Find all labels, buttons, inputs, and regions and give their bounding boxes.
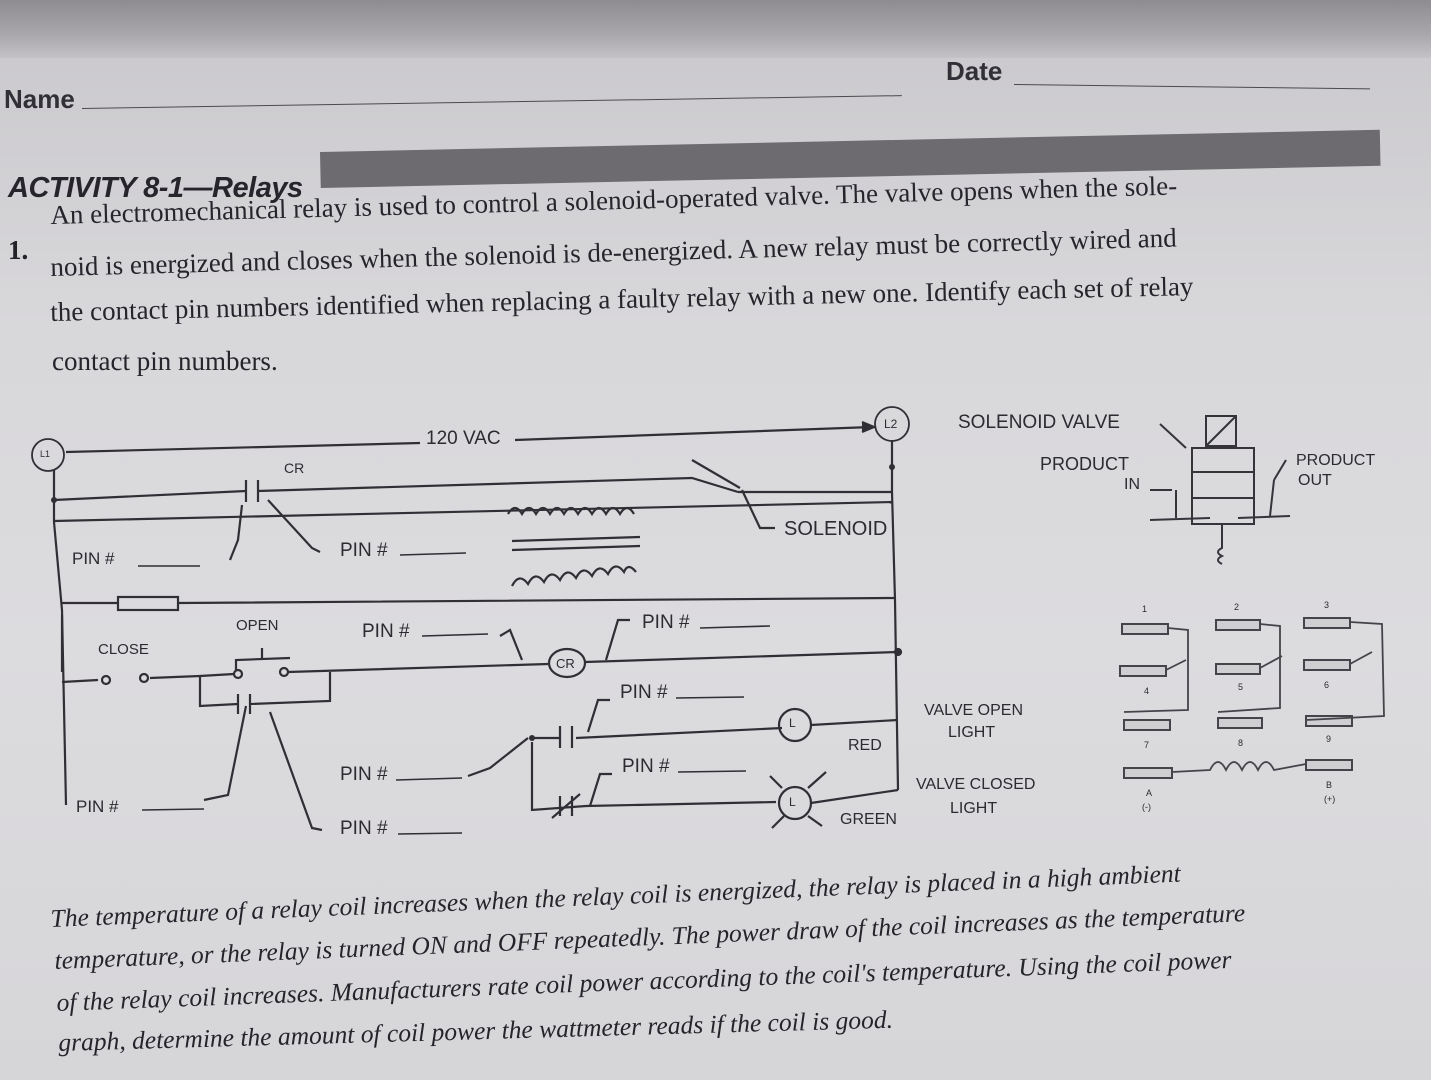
pin-label: PIN # (362, 621, 410, 642)
pin-label: PIN # (340, 764, 388, 785)
product-out-label-1: PRODUCT (1296, 452, 1376, 469)
power-line (65, 441, 421, 454)
question-number: 1. (8, 235, 29, 265)
pin-label: PIN # (622, 756, 670, 777)
pin-label: PIN # (72, 549, 115, 568)
pin-label: PIN # (340, 540, 388, 561)
red-label: RED (848, 737, 882, 754)
valve-closed-light-label-2: LIGHT (950, 800, 998, 817)
activity-title: ACTIVITY 8-1—Relays (8, 172, 303, 204)
l2-rail (890, 440, 900, 791)
l1-label: L1 (40, 449, 51, 459)
pin-number: 6 (1324, 680, 1330, 690)
pin-number: 7 (1144, 740, 1150, 750)
name-label: Name (4, 84, 75, 114)
pin-number: 5 (1238, 682, 1244, 692)
date-label: Date (946, 56, 1003, 86)
red-lamp-label: L (789, 716, 796, 730)
pin-label: PIN # (620, 682, 668, 703)
pin-number: 4 (1144, 686, 1150, 696)
pin-number: B (1326, 780, 1333, 790)
pin-number: 1 (1142, 604, 1148, 614)
product-in-label-2: IN (1124, 476, 1140, 493)
pin-label: PIN # (340, 818, 388, 839)
valve-closed-light-label-1: VALVE CLOSED (916, 776, 1036, 793)
green-lamp-label: L (789, 795, 796, 809)
question-line: contact pin numbers. (52, 346, 278, 376)
cr-coil-label: CR (556, 656, 575, 671)
close-button-label: CLOSE (98, 641, 149, 658)
pin-number: A (1146, 788, 1153, 798)
pin-number: 2 (1234, 602, 1240, 612)
pin-number: 8 (1238, 738, 1244, 748)
valve-open-light-label-2: LIGHT (948, 724, 996, 741)
solenoid-valve-label: SOLENOID VALVE (958, 412, 1120, 433)
green-label: GREEN (840, 811, 897, 828)
solenoid-label: SOLENOID (784, 518, 888, 540)
valve-open-light-label-1: VALVE OPEN (924, 702, 1023, 719)
cr-contact-label: CR (284, 460, 305, 476)
pin-number: (+) (1324, 794, 1336, 804)
voltage-label: 120 VAC (426, 428, 501, 449)
pin-label: PIN # (642, 612, 690, 633)
open-button-label: OPEN (236, 617, 279, 634)
l2-label: L2 (884, 417, 898, 431)
l1-rail (52, 470, 68, 806)
product-in-label-1: PRODUCT (1040, 454, 1129, 474)
pin-number: 9 (1326, 734, 1332, 744)
pin-number: (-) (1142, 802, 1151, 812)
product-out-label-2: OUT (1298, 472, 1332, 489)
page-top-shadow (0, 0, 1431, 58)
pin-label: PIN # (76, 797, 119, 816)
pin-number: 3 (1324, 600, 1330, 610)
